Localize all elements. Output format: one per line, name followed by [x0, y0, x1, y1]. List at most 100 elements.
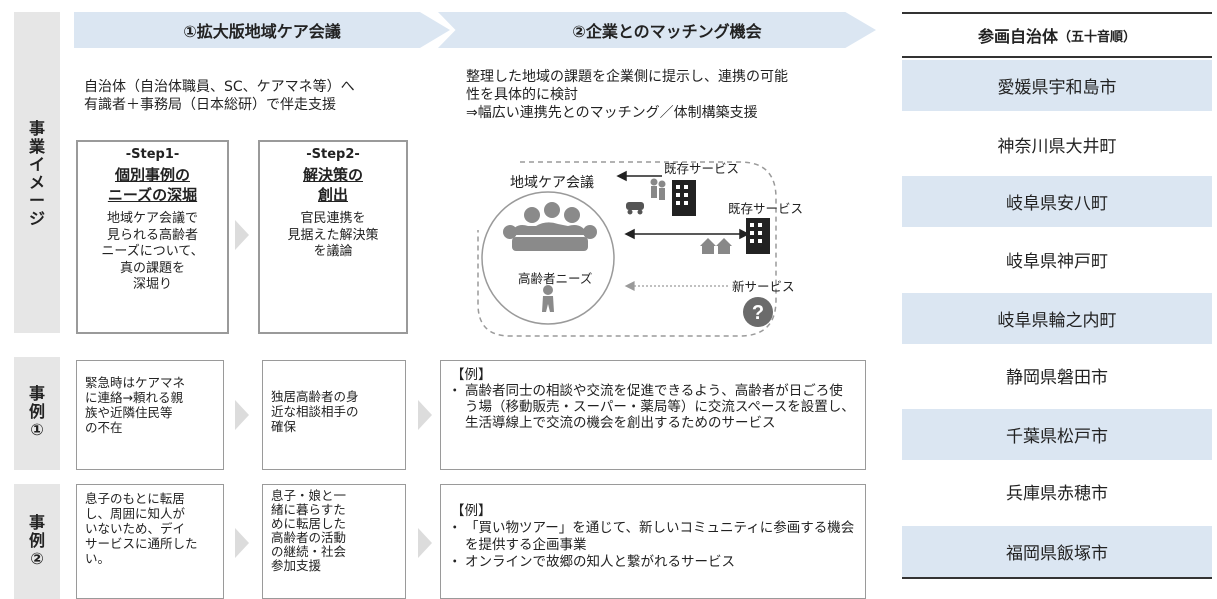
meeting-label: 地域ケア会議 [510, 175, 594, 191]
phase2-desc-line1: 整理した地域の課題を企業側に提示し、連携の可能 [466, 69, 788, 85]
sidebar-char: ー [28, 191, 45, 210]
case1-solution-line: 独居高齢者の身 [271, 389, 359, 404]
case1-issue-line: 緊急時はケアマネ [85, 375, 186, 390]
sidebar-char: 例 [28, 531, 45, 550]
sidebar-char: 業 [28, 137, 45, 156]
case2-solution-line: 高齢者の活動 [271, 530, 347, 545]
question-icon: ? [743, 297, 773, 327]
case2-arrow-1 [235, 528, 249, 558]
case1-issue-line: 族や近隣住民等 [85, 405, 173, 420]
case2-issue-line: 息子のもとに転居 [85, 491, 185, 506]
phase2-title: ②企業とのマッチング機会 [572, 22, 762, 41]
phase1-title: ①拡大版地域ケア会議 [183, 22, 341, 41]
case1-issue-box: 緊急時はケアマネ に連絡→頼れる親 族や近隣住民等 の不在 [76, 360, 224, 470]
phase2-desc-line3: ⇒幅広い連携先とのマッチング／体制構築支援 [466, 105, 758, 121]
sidebar-char: 事 [28, 384, 45, 403]
new-service-arrow [624, 281, 730, 291]
case1-arrow-1 [235, 400, 249, 430]
step2-body: 官民連携を 見据えた解決策 を議論 [260, 211, 406, 261]
phase1-desc-line1: 自治体（自治体職員、SC、ケアマネ等）へ [84, 79, 355, 95]
case2-solution-box: 息子・娘と一 緒に暮らすた めに転居した 高齢者の活動 の継続・社会 参加支援 [262, 484, 406, 599]
step2-body-line: を議論 [313, 244, 353, 259]
case1-example-item: 高齢者同士の相談や交流を促進できるよう、高齢者が日ごろ使う場（移動販売・スーパー… [448, 383, 855, 431]
municipalities-note: （五十音順） [1058, 29, 1137, 45]
step2-body-line: 見据えた解決策 [287, 227, 379, 243]
step-arrow [235, 220, 249, 250]
municipality-item: 岐阜県安八町 [902, 176, 1212, 227]
car-icon [626, 202, 644, 215]
municipality-item: 岐阜県輪之内町 [902, 293, 1212, 344]
phase2-desc-line2: 性を具体的に検討 [466, 87, 578, 103]
phase1-description: 自治体（自治体職員、SC、ケアマネ等）へ 有識者＋事務局（日本総研）で伴走支援 [84, 78, 355, 114]
case2-example-box: 【例】 「買い物ツアー」を通じて、新しいコミュニティに参画する機会を提供する企画… [440, 484, 866, 599]
link-arrows [616, 170, 750, 240]
sidebar-label-image: 事業イメージ [14, 120, 60, 228]
step1-body-line: 見られる高齢者 [106, 227, 198, 243]
case1-issue-line: に連絡→頼れる親 [85, 390, 183, 405]
municipality-item: 兵庫県赤穂市 [1006, 484, 1108, 504]
case1-solution-line: 確保 [271, 419, 297, 434]
case2-issue-line: い。 [85, 551, 111, 566]
municipality-item: 神奈川県大井町 [997, 137, 1117, 157]
new-service-label: 新サービス [732, 279, 795, 294]
meeting-people-icon [503, 202, 597, 251]
sidebar-char: メ [28, 173, 45, 192]
matching-diagram: ? 地域ケア会議 既存サービス 既存サービス 高齢者ニーズ 新サービス [440, 140, 850, 340]
svg-text:?: ? [752, 302, 764, 324]
case1-issue-line: の不在 [85, 420, 123, 435]
existing-service-label-1: 既存サービス [664, 161, 740, 176]
sidebar-char: ① [30, 420, 44, 439]
municipality-item: 静岡県磐田市 [1006, 368, 1108, 388]
case2-arrow-2 [418, 528, 432, 558]
municipality-item: 福岡県飯塚市 [902, 526, 1212, 579]
step1-body-line: 地域ケア会議で [106, 211, 198, 226]
step2-heading1: 解決策の [302, 166, 363, 184]
step1-tag: -Step1- [125, 147, 180, 162]
step1-body-line: ニーズについて、 [101, 244, 204, 259]
case2-example-tag: 【例】 [451, 503, 492, 519]
case2-solution-line: めに転居した [271, 516, 347, 531]
step2-tag: -Step2- [306, 147, 360, 162]
step2-box: -Step2- 解決策の 創出 官民連携を 見据えた解決策 を議論 [258, 140, 408, 334]
sidebar-char: 事 [28, 513, 45, 532]
case2-issue-box: 息子のもとに転居 し、周囲に知人が いないため、デイ サービスに通所した い。 [76, 484, 224, 599]
municipality-item: 千葉県松戸市 [902, 409, 1212, 460]
sidebar-char: 事 [28, 119, 45, 138]
case2-issue-line: し、周囲に知人が [85, 506, 186, 521]
walking-people-icon [650, 178, 666, 200]
case1-solution-line: 近な相談相手の [271, 404, 359, 419]
step1-body-line: 深堀り [132, 277, 172, 292]
municipalities-header: 参画自治体（五十音順） [902, 12, 1212, 58]
phase1-header: ①拡大版地域ケア会議 [74, 12, 450, 48]
case1-example-box: 【例】 高齢者同士の相談や交流を促進できるよう、高齢者が日ごろ使う場（移動販売・… [440, 360, 866, 470]
municipalities-title: 参画自治体 [977, 27, 1058, 46]
municipality-item: 愛媛県宇和島市 [902, 60, 1212, 111]
case1-solution-box: 独居高齢者の身 近な相談相手の 確保 [262, 360, 406, 470]
phase2-description: 整理した地域の課題を企業側に提示し、連携の可能 性を具体的に検討 ⇒幅広い連携先… [466, 68, 788, 122]
sidebar-char: 例 [28, 402, 45, 421]
step2-body-line: 官民連携を [300, 211, 366, 226]
phase2-header: ②企業とのマッチング機会 [438, 12, 876, 48]
sidebar-char: イ [28, 155, 45, 174]
house-icon [700, 238, 732, 254]
step1-heading2: ニーズの深堀 [107, 186, 198, 204]
elderly-person-icon [542, 285, 554, 312]
case2-example-item: オンラインで故郷の知人と繋がれるサービス [448, 554, 855, 571]
needs-label: 高齢者ニーズ [518, 271, 593, 286]
step2-heading2: 創出 [317, 186, 348, 204]
case2-solution-line: 息子・娘と一 [271, 488, 347, 503]
sidebar-image: 事業イメージ [14, 12, 60, 333]
case2-example-item: 「買い物ツアー」を通じて、新しいコミュニティに参画する機会を提供する企画事業 [448, 520, 855, 554]
sidebar-char: ② [30, 549, 44, 568]
step1-body: 地域ケア会議で 見られる高齢者 ニーズについて、 真の課題を 深堀り [78, 211, 227, 294]
case1-arrow-2 [418, 400, 432, 430]
municipality-item: 岐阜県神戸町 [1006, 252, 1108, 272]
case2-solution-line: の継続・社会 [271, 544, 347, 559]
step1-body-line: 真の課題を [119, 260, 185, 276]
case2-solution-line: 参加支援 [271, 558, 322, 573]
step1-box: -Step1- 個別事例の ニーズの深堀 地域ケア会議で 見られる高齢者 ニーズ… [76, 140, 229, 334]
existing-service-label-2: 既存サービス [728, 201, 804, 216]
case2-issue-line: サービスに通所した [85, 536, 198, 551]
